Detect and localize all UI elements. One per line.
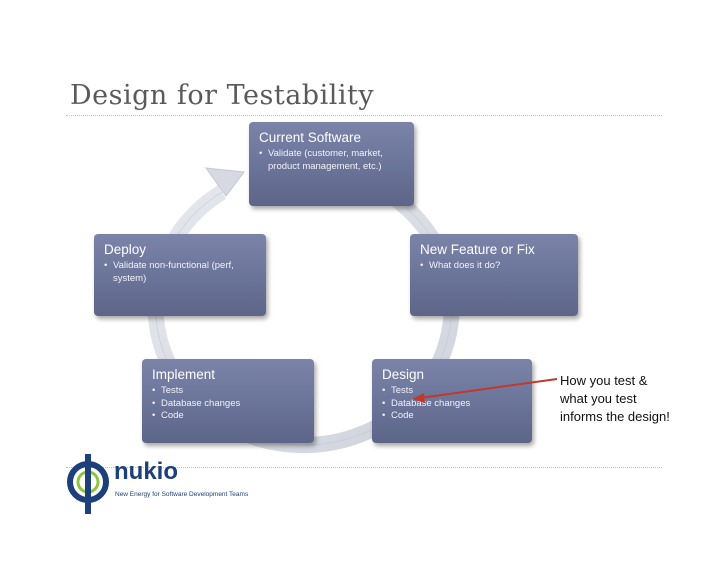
- box-design-bullet: Tests: [382, 385, 522, 398]
- nukio-logo-icon: nukio New Energy for Software Developmen…: [66, 452, 266, 518]
- box-feature-title: New Feature or Fix: [420, 242, 535, 257]
- box-implement-bullet: Database changes: [152, 398, 304, 411]
- nukio-mark-icon: [67, 454, 109, 514]
- slide-title: Design for Testability: [70, 80, 375, 111]
- box-current-title: Current Software: [259, 130, 362, 145]
- box-design-bullet: Code: [382, 410, 522, 423]
- box-design-bullet: Database changes: [382, 398, 522, 411]
- logo-name: nukio: [114, 458, 178, 485]
- footer-divider: [66, 467, 662, 468]
- annotation-note: How you test & what you test informs the…: [560, 373, 670, 424]
- box-deploy-title: Deploy: [104, 242, 147, 257]
- box-design: Design Tests Database changes Code: [372, 359, 532, 443]
- box-current-bullet: Validate (customer, market, product mana…: [259, 148, 404, 173]
- box-deploy-bullet: Validate non-functional (perf, system): [104, 260, 256, 285]
- box-implement: Implement Tests Database changes Code: [142, 359, 314, 443]
- box-implement-bullet: Tests: [152, 385, 304, 398]
- box-implement-bullet: Code: [152, 410, 304, 423]
- box-design-title: Design: [382, 367, 425, 382]
- box-current-software: Current Software Validate (customer, mar…: [249, 122, 414, 206]
- box-new-feature: New Feature or Fix What does it do?: [410, 234, 578, 316]
- cycle-arrowhead: [204, 167, 245, 197]
- box-implement-title: Implement: [152, 367, 216, 382]
- title-divider: [66, 115, 662, 116]
- logo-tagline: New Energy for Software Development Team…: [115, 491, 249, 498]
- box-deploy: Deploy Validate non-functional (perf, sy…: [94, 234, 266, 316]
- box-feature-bullet: What does it do?: [420, 260, 568, 273]
